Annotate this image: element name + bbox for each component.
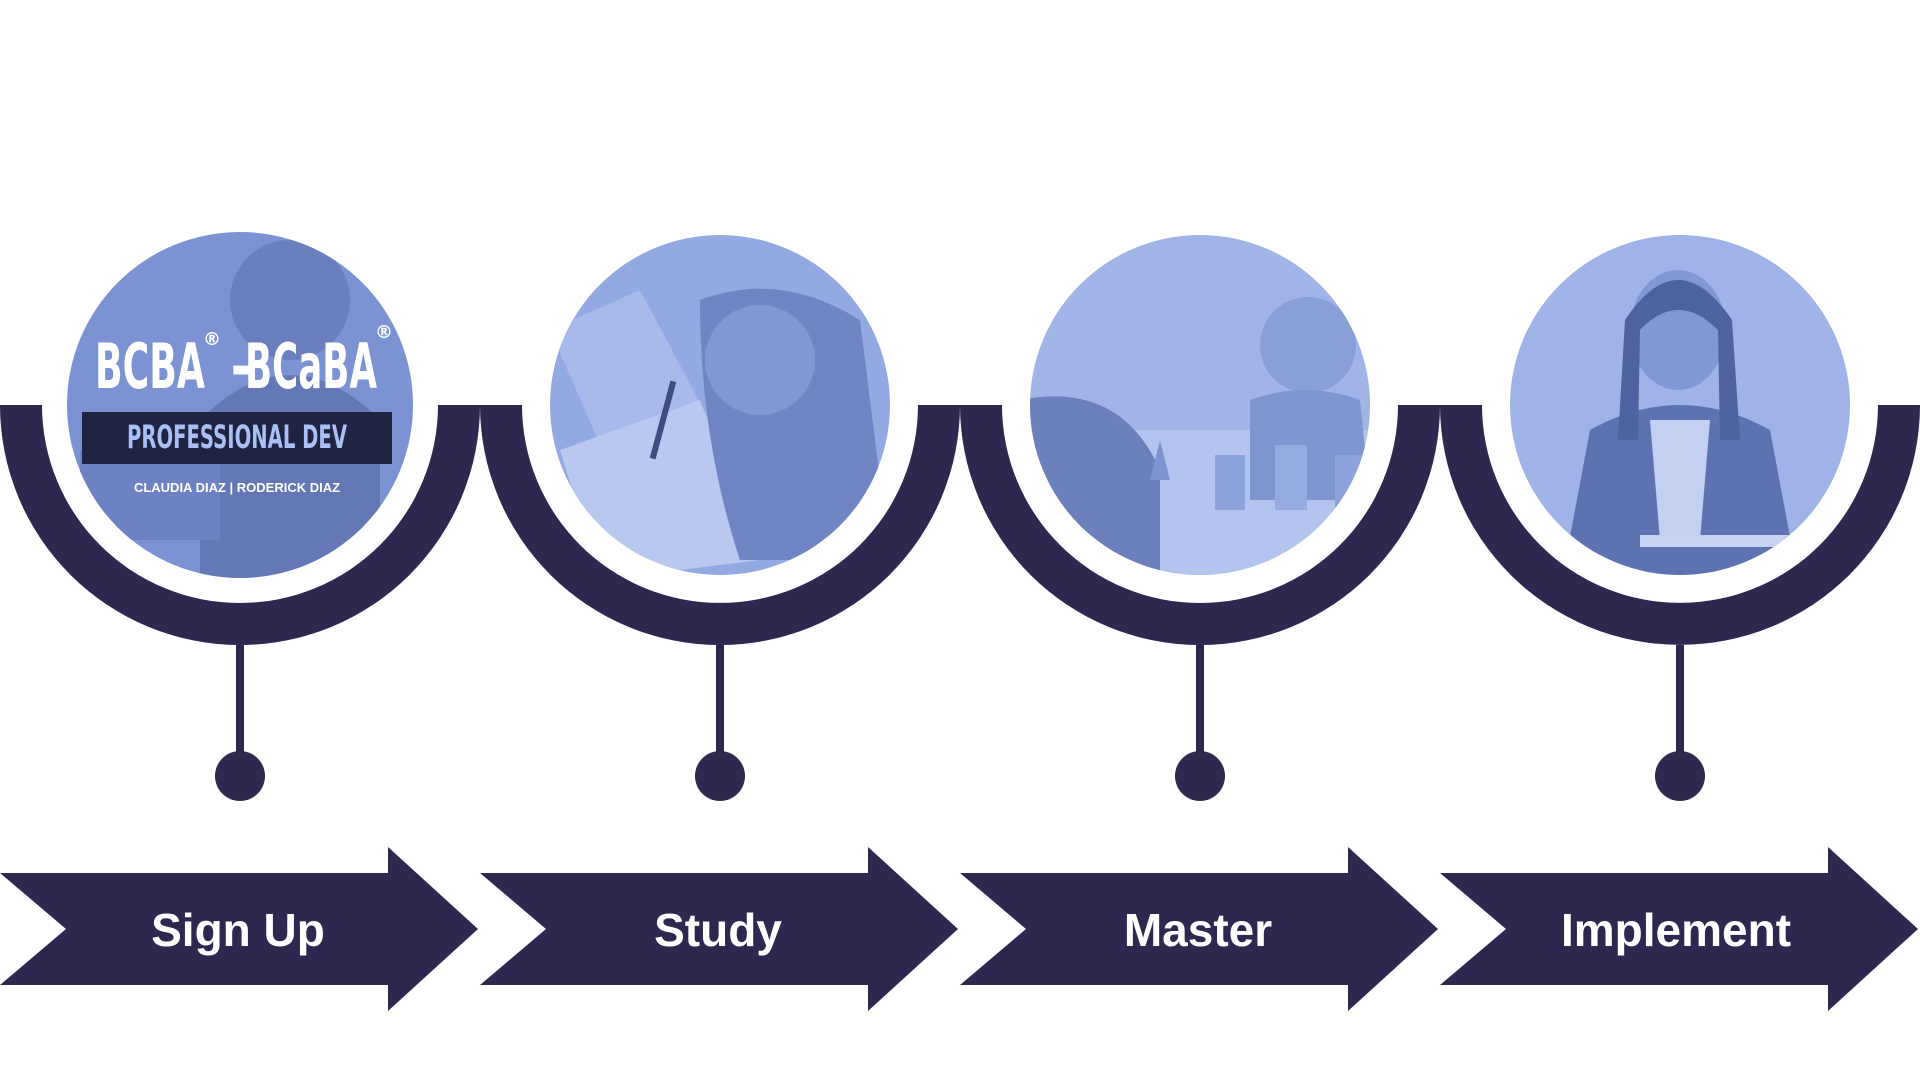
- step-photo: [1030, 235, 1370, 575]
- step-photo: [1510, 235, 1850, 575]
- connector-stem: [1676, 645, 1684, 755]
- logo-subtitle-box: [82, 412, 392, 464]
- logo-dash: -: [230, 330, 256, 403]
- logo-registered-mark-2: ®: [375, 322, 393, 343]
- step-arrow: [960, 847, 1438, 1011]
- step-photo: BCBA ® - BCaBA ® PROFESSIONAL DEV CLAUDI…: [67, 232, 413, 578]
- step-sign-up: BCBA ® - BCaBA ® PROFESSIONAL DEV CLAUDI…: [0, 232, 480, 1011]
- step-arrow: [480, 847, 958, 1011]
- step-label-sign-up: Sign Up: [151, 904, 325, 956]
- cup-arc: [0, 405, 480, 645]
- connector-stem: [716, 645, 724, 755]
- step-label-master: Master: [1124, 904, 1272, 956]
- connector-stem: [1196, 645, 1204, 755]
- step-photo: [550, 235, 890, 575]
- cup-arc: [960, 405, 1440, 645]
- connector-dot: [1655, 751, 1705, 801]
- step-study: Study: [480, 235, 960, 1011]
- cup-arc: [1440, 405, 1920, 645]
- step-arrow: [0, 847, 478, 1011]
- bcba-logo: BCBA ® - BCaBA ® PROFESSIONAL DEV CLAUDI…: [82, 322, 393, 495]
- logo-bcba-text: BCBA: [95, 330, 205, 403]
- step-implement: Implement: [1440, 235, 1920, 1011]
- logo-bcaba-text: BCaBA: [245, 330, 377, 403]
- connector-dot: [695, 751, 745, 801]
- connector-dot: [1175, 751, 1225, 801]
- connector-dot: [215, 751, 265, 801]
- logo-subtitle: PROFESSIONAL DEV: [127, 418, 347, 456]
- step-label-implement: Implement: [1561, 904, 1791, 956]
- cup-arc: [480, 405, 960, 645]
- connector-stem: [236, 645, 244, 755]
- logo-author-names: CLAUDIA DIAZ | RODERICK DIAZ: [134, 480, 340, 495]
- step-arrow: [1440, 847, 1918, 1011]
- step-master: Master: [960, 235, 1440, 1011]
- logo-registered-mark: ®: [203, 329, 221, 350]
- step-label-study: Study: [654, 904, 782, 956]
